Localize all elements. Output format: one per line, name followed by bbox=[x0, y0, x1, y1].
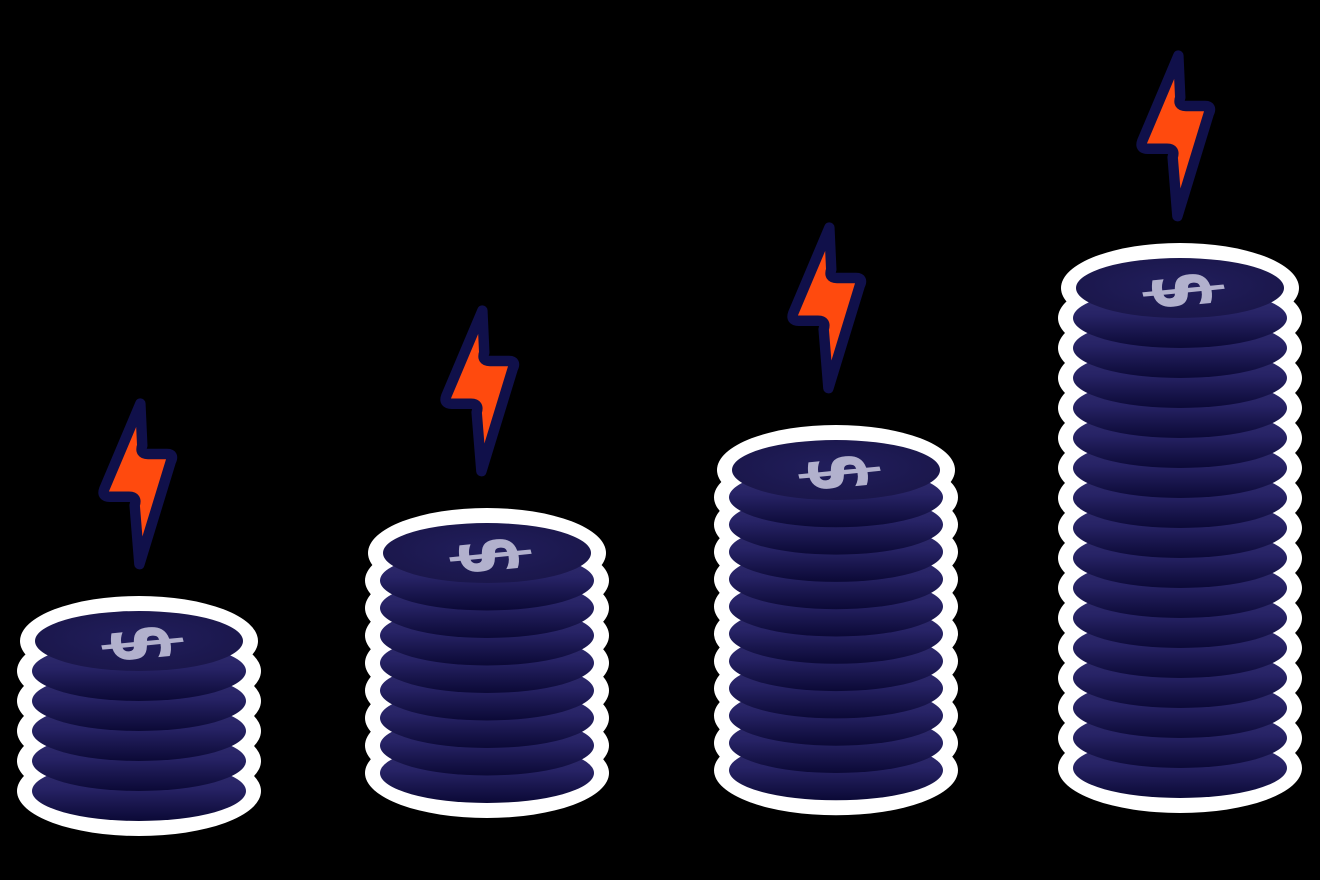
lightning-bolt-icon bbox=[787, 222, 867, 394]
coin-top-face bbox=[35, 611, 243, 671]
lightning-bolt-shape bbox=[1136, 50, 1216, 222]
lightning-bolt-shape bbox=[440, 305, 520, 477]
coin-top-face bbox=[383, 523, 591, 583]
lightning-bolt-icon bbox=[1136, 50, 1216, 222]
lightning-bolt-icon bbox=[440, 305, 520, 477]
coin-top-face bbox=[732, 440, 940, 500]
lightning-bolt-shape bbox=[98, 398, 178, 570]
lightning-bolt-icon bbox=[98, 398, 178, 570]
coin-stack-1: $ bbox=[17, 398, 261, 836]
coin-stack-3: $ bbox=[714, 222, 958, 816]
coin-stack-2: $ bbox=[365, 305, 609, 818]
lightning-bolt-shape bbox=[787, 222, 867, 394]
coin-stack-4: $ bbox=[1058, 50, 1302, 813]
coin-top-face bbox=[1076, 258, 1284, 318]
